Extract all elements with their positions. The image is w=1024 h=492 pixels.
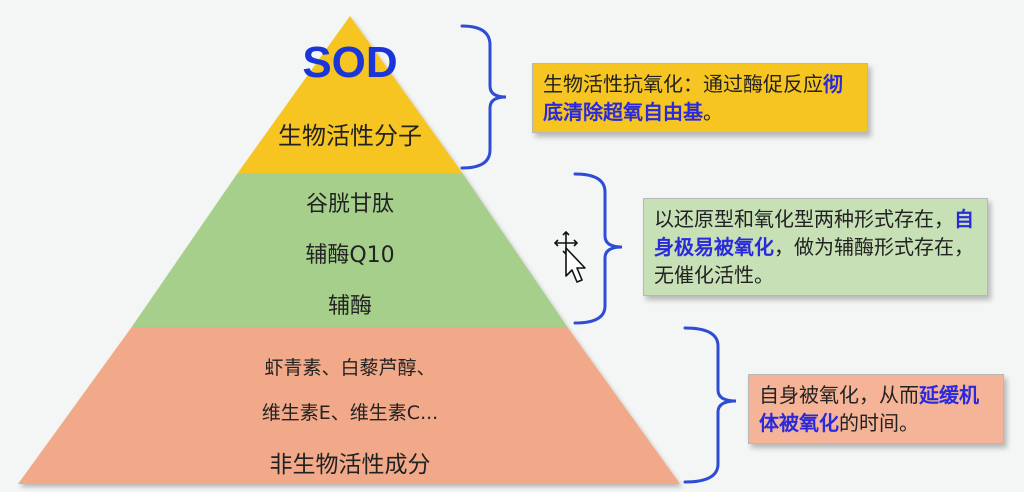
bracket-bottom — [683, 326, 737, 484]
bracket-top — [460, 24, 507, 170]
pyramid-top-tier — [237, 16, 463, 174]
note-box-bottom: 自身被氧化，从而延缓机体被氧化的时间。 — [748, 374, 1004, 444]
note-text: 的时间。 — [839, 411, 919, 435]
move-cursor-icon — [553, 230, 586, 283]
bottom-line-astaxanthin: 虾青素、白藜芦醇、 — [264, 357, 436, 379]
bioactive-molecule-label: 生物活性分子 — [278, 122, 422, 150]
middle-item-coenzyme: 辅酶 — [327, 294, 373, 319]
middle-item-glutathione: 谷胱甘肽 — [305, 192, 395, 217]
sod-title: SOD — [302, 38, 398, 87]
note-highlight-text: 自身极易被氧化 — [654, 207, 974, 259]
pyramid-bottom-tier — [18, 328, 680, 484]
bracket-middle — [573, 172, 623, 325]
note-text: ，做为辅酶形式存在，无催化活性。 — [654, 235, 974, 287]
note-text: 生物活性抗氧化：通过酶促反应 — [543, 72, 823, 96]
note-text: 自身被氧化，从而 — [759, 383, 919, 407]
note-box-middle: 以还原型和氧化型两种形式存在，自身极易被氧化，做为辅酶形式存在，无催化活性。 — [643, 198, 988, 296]
note-text: 以还原型和氧化型两种形式存在， — [654, 207, 954, 231]
note-text: 。 — [703, 100, 723, 124]
note-highlight-text: 彻底清除超氧自由基 — [543, 72, 843, 124]
pyramid-middle-tier — [131, 174, 568, 328]
middle-item-coq10: 辅酶Q10 — [305, 243, 395, 268]
note-box-top: 生物活性抗氧化：通过酶促反应彻底清除超氧自由基。 — [532, 63, 868, 133]
bottom-line-vitamins: 维生素E、维生素C... — [261, 402, 439, 424]
non-bioactive-label: 非生物活性成分 — [269, 452, 431, 478]
note-highlight-text: 延缓机体被氧化 — [759, 383, 979, 435]
